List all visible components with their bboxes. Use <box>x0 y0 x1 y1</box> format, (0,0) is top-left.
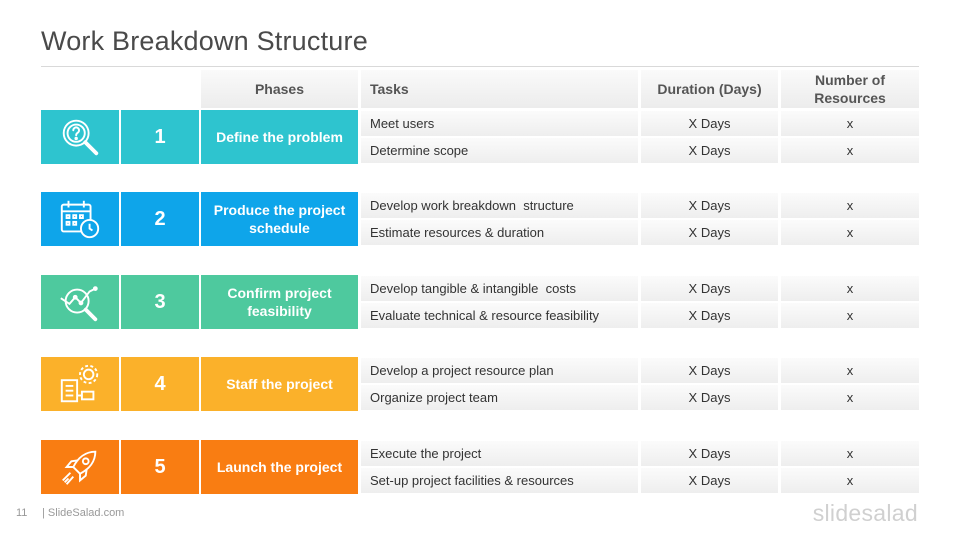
task-cell: Develop a project resource plan <box>361 358 638 383</box>
phase-name: Launch the project <box>201 440 358 494</box>
footer-source: | SlideSalad.com <box>42 507 125 519</box>
brand-logo: slidesalad <box>812 500 918 526</box>
phase-name: Staff the project <box>201 357 358 411</box>
task-cell: Develop work breakdown structure <box>361 193 638 218</box>
duration-cell: X Days <box>641 193 778 218</box>
duration-cell: X Days <box>641 385 778 410</box>
task-cell: Determine scope <box>361 138 638 163</box>
header-resources: Number of Resources <box>781 70 919 108</box>
duration-cell: X Days <box>641 220 778 245</box>
title-divider <box>41 66 919 67</box>
task-cell: Meet users <box>361 111 638 136</box>
task-cell: Develop tangible & intangible costs <box>361 276 638 301</box>
duration-cell: X Days <box>641 138 778 163</box>
duration-cell: X Days <box>641 358 778 383</box>
magnifier-chart-icon <box>41 275 119 329</box>
phase-number: 3 <box>121 275 199 329</box>
page-number: 11 <box>16 507 28 519</box>
resources-cell: x <box>781 358 919 383</box>
resources-cell: x <box>781 276 919 301</box>
task-cell: Set-up project facilities & resources <box>361 468 638 493</box>
duration-cell: X Days <box>641 276 778 301</box>
phase-number: 4 <box>121 357 199 411</box>
phase-name: Define the problem <box>201 110 358 164</box>
duration-cell: X Days <box>641 441 778 466</box>
duration-cell: X Days <box>641 111 778 136</box>
resources-cell: x <box>781 138 919 163</box>
resources-cell: x <box>781 193 919 218</box>
header-phases: Phases <box>201 70 358 108</box>
rocket-icon <box>41 440 119 494</box>
task-cell: Evaluate technical & resource feasibilit… <box>361 303 638 328</box>
task-cell: Execute the project <box>361 441 638 466</box>
phase-number: 5 <box>121 440 199 494</box>
header-tasks: Tasks <box>361 70 638 108</box>
calendar-clock-icon <box>41 192 119 246</box>
phase-number: 1 <box>121 110 199 164</box>
phase-number: 2 <box>121 192 199 246</box>
resources-cell: x <box>781 468 919 493</box>
gear-flowchart-icon <box>41 357 119 411</box>
duration-cell: X Days <box>641 303 778 328</box>
task-cell: Organize project team <box>361 385 638 410</box>
resources-cell: x <box>781 220 919 245</box>
duration-cell: X Days <box>641 468 778 493</box>
page-title: Work Breakdown Structure <box>41 26 368 56</box>
phase-name: Produce the project schedule <box>201 192 358 246</box>
resources-cell: x <box>781 441 919 466</box>
header-duration: Duration (Days) <box>641 70 778 108</box>
resources-cell: x <box>781 111 919 136</box>
resources-cell: x <box>781 303 919 328</box>
resources-cell: x <box>781 385 919 410</box>
task-cell: Estimate resources & duration <box>361 220 638 245</box>
magnifier-question-icon <box>41 110 119 164</box>
phase-name: Confirm project feasibility <box>201 275 358 329</box>
